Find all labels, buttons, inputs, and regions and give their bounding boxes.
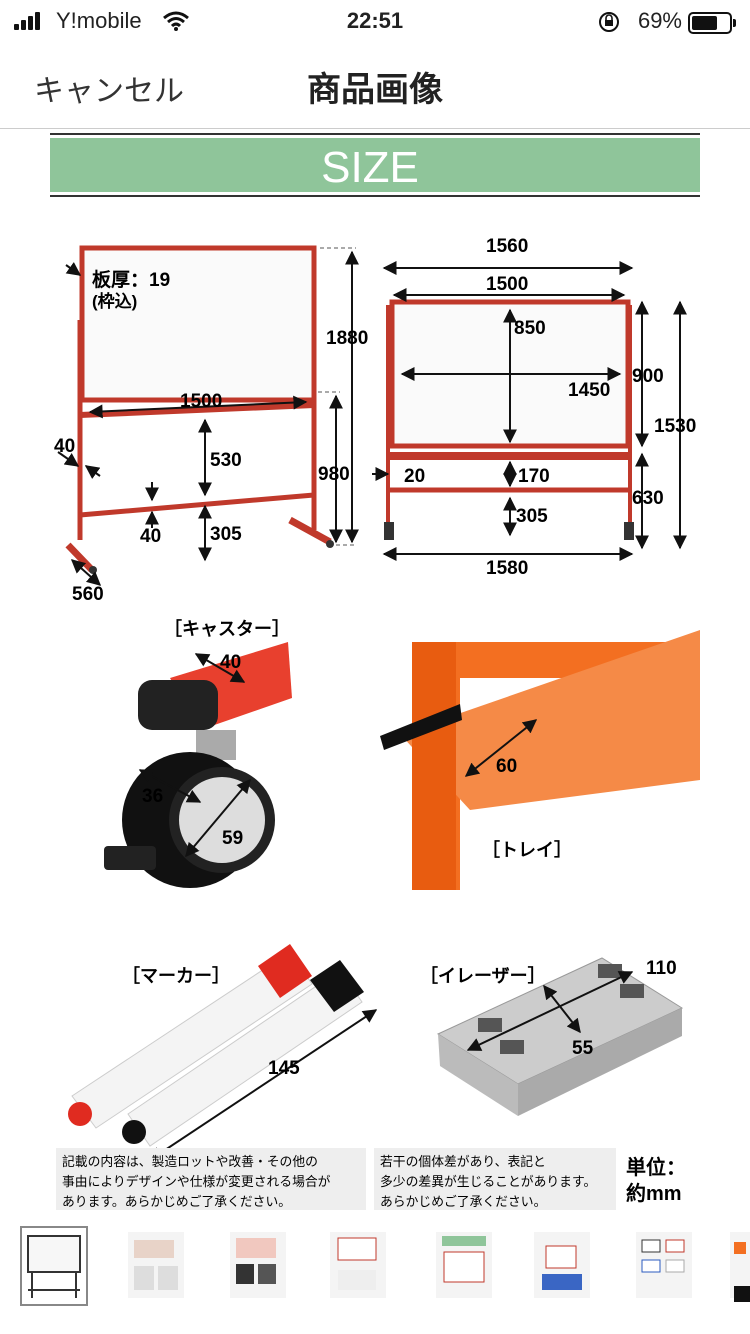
battery-percent: 69%: [637, 8, 682, 33]
note-right-1: 若干の個体差があり、表記と: [380, 1154, 546, 1169]
dim-980: 980: [318, 464, 350, 485]
thumbnail-5[interactable]: [432, 1226, 496, 1302]
dim-1580: 1580: [486, 558, 528, 579]
thumbnail-8[interactable]: [730, 1226, 750, 1302]
dim-170: 170: [518, 466, 550, 487]
caster-dim-36: 36: [142, 786, 163, 807]
marker-diagram: ［マーカー］ 145: [68, 944, 378, 1161]
nav-bar: キャンセル 商品画像: [0, 42, 750, 129]
thumbnail-1[interactable]: [20, 1226, 88, 1306]
dim-305-front: 305: [210, 524, 242, 545]
dim-thickness-note: (枠込): [92, 292, 137, 311]
size-banner: SIZE: [50, 133, 700, 197]
dim-40-side: 40: [54, 436, 75, 457]
unit-label-1: 単位：: [626, 1155, 686, 1179]
dim-305-side: 305: [516, 506, 548, 527]
eraser-dim-110: 110: [646, 958, 677, 979]
dim-40-bar: 40: [140, 526, 161, 547]
dim-1530: 1530: [654, 416, 696, 437]
eraser-label: ［イレーザー］: [420, 965, 546, 986]
dim-20: 20: [404, 466, 425, 487]
caster-dim-40: 40: [220, 652, 241, 673]
eraser-diagram: ［イレーザー］ 110 55: [420, 957, 684, 1116]
thumbnail-7[interactable]: [632, 1226, 696, 1302]
tray-label: ［トレイ］: [482, 839, 572, 860]
marker-label: ［マーカー］: [122, 965, 230, 986]
caster-diagram: ［キャスター］ 40 36 59: [104, 618, 292, 888]
battery-icon: [688, 12, 736, 34]
dim-560: 560: [72, 584, 104, 605]
tray-diagram: 60 ［トレイ］: [380, 630, 700, 890]
product-image[interactable]: SIZE 板厚：19 (枠込) 1880 1500 40 530 980 40 …: [0, 130, 750, 1210]
unit-label-2: 約mm: [626, 1181, 682, 1205]
note-left-1: 記載の内容は、製造ロットや改善・その他の: [62, 1154, 318, 1169]
notes: 記載の内容は、製造ロットや改善・その他の 事由によりデザインや仕様が変更される場…: [56, 1148, 686, 1210]
caster-dim-59: 59: [222, 828, 243, 849]
thumbnail-strip: [0, 1212, 750, 1334]
marker-dim-145: 145: [268, 1058, 300, 1079]
carrier-name: Y!mobile: [56, 8, 142, 33]
note-right-2: 多少の差異が生じることがあります。: [380, 1174, 596, 1189]
signal-icon: [14, 12, 42, 30]
wifi-icon: [163, 11, 189, 31]
status-time: 22:51: [346, 8, 404, 33]
dim-850: 850: [514, 318, 546, 339]
thumbnail-4[interactable]: [326, 1226, 390, 1302]
caster-label: ［キャスター］: [164, 618, 290, 639]
thumbnail-2[interactable]: [124, 1226, 188, 1302]
thumbnail-6[interactable]: [530, 1226, 594, 1302]
dim-900: 900: [632, 366, 664, 387]
dim-1880: 1880: [326, 328, 368, 349]
dim-530: 530: [210, 450, 242, 471]
front-straight-diagram: 1560 1500 850 1450 900 1530 20 170 630 3…: [372, 236, 696, 579]
note-right-3: あらかじめご了承ください。: [380, 1194, 546, 1209]
dim-thickness: 板厚：19: [92, 268, 170, 291]
dim-1560: 1560: [486, 236, 528, 257]
status-bar: Y!mobile 22:51 69%: [0, 0, 750, 42]
page-title: 商品画像: [307, 71, 443, 109]
orientation-lock-icon: [599, 12, 619, 32]
eraser-dim-55: 55: [572, 1038, 594, 1059]
note-left-2: 事由によりデザインや仕様が変更される場合が: [62, 1174, 331, 1189]
dim-630: 630: [632, 488, 664, 509]
thumbnail-3[interactable]: [226, 1226, 290, 1302]
cancel-button[interactable]: キャンセル: [34, 75, 184, 108]
dim-1500-front: 1500: [180, 391, 222, 412]
dim-1450: 1450: [568, 380, 610, 401]
banner-text: SIZE: [321, 143, 419, 192]
dim-1500-side: 1500: [486, 274, 528, 295]
note-left-3: あります。あらかじめご了承ください。: [62, 1194, 291, 1209]
front-view-diagram: 板厚：19 (枠込) 1880 1500 40 530 980 40 305 5…: [54, 245, 368, 605]
tray-dim-60: 60: [496, 756, 517, 777]
